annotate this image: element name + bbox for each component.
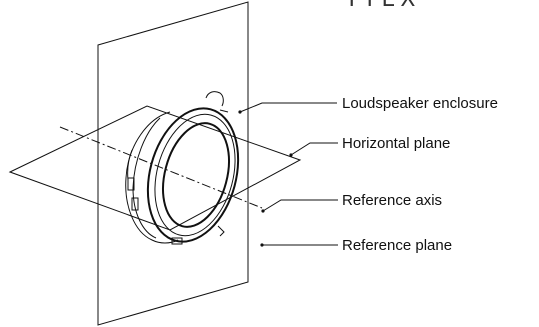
- horizontal-plane-leader: [290, 142, 338, 156]
- header-text: TTEX: [344, 0, 420, 12]
- enclosure-leader: [239, 102, 337, 113]
- rim-detail-bottom: [217, 225, 225, 237]
- reference-axis-leader: [262, 199, 338, 212]
- label-horizontal-plane: Horizontal plane: [342, 135, 450, 152]
- front-ring-inner: [162, 122, 230, 228]
- reference-plane: [97, 1, 249, 326]
- loudspeaker-enclosure: [125, 91, 240, 245]
- enclosure-rear-inner: [132, 117, 161, 239]
- label-reference-plane: Reference plane: [342, 237, 452, 254]
- label-reference-axis: Reference axis: [342, 192, 442, 209]
- leader-lines: [238, 102, 338, 247]
- mount-tab-top: [205, 91, 224, 107]
- mount-tab-left: [127, 177, 135, 191]
- rim-detail-top: [219, 109, 229, 113]
- reference-axis: [59, 126, 263, 209]
- mount-tab-left-2: [131, 197, 139, 211]
- horizontal-plane: [8, 105, 302, 231]
- enclosure-side-detail: [127, 149, 133, 181]
- label-loudspeaker-enclosure: Loudspeaker enclosure: [342, 95, 498, 112]
- front-ring-mid: [154, 113, 236, 237]
- enclosure-rear-outline: [125, 111, 179, 244]
- front-ring-outer: [146, 107, 240, 243]
